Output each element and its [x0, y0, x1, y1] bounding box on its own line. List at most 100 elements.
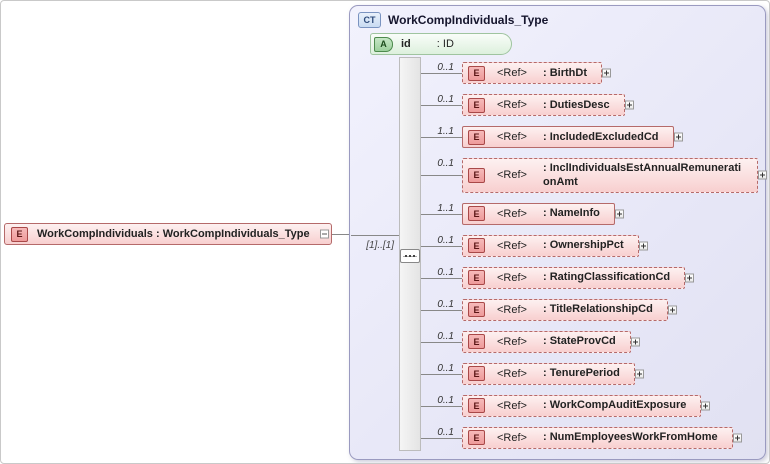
element-row: 0..1 E <Ref> : StateProvCd: [421, 330, 758, 353]
cardinality-label: 0..1: [437, 426, 454, 438]
element-rows: 0..1 E <Ref> : BirthDt 0..1 E <Ref> : Du…: [421, 62, 767, 459]
ref-label: <Ref>: [497, 271, 527, 284]
element-badge-icon: E: [468, 270, 485, 286]
element-box-inclindividualsestannualremunerationamt[interactable]: E <Ref> : InclIndividualsEstAnnualRemune…: [462, 158, 767, 193]
ref-label: <Ref>: [497, 239, 527, 252]
cardinality-label: 0..1: [437, 94, 454, 105]
ref-label: <Ref>: [497, 207, 527, 220]
complex-type-badge-icon: CT: [358, 12, 381, 28]
element-badge-icon: E: [468, 366, 485, 382]
cardinality-label: 1..1: [437, 126, 454, 137]
connector-line: [351, 235, 399, 236]
compositor-cardinality-label: [1]..[1]: [366, 240, 394, 251]
expand-icon[interactable]: [732, 433, 742, 443]
element-row: 0..1 E <Ref> : TenurePeriod: [421, 362, 758, 385]
complex-type-header: CT WorkCompIndividuals_Type: [358, 12, 548, 28]
ref-label: <Ref>: [497, 169, 527, 182]
element-badge-icon: E: [468, 334, 485, 350]
element-name: : NameInfo: [543, 207, 600, 220]
cardinality-label: 0..1: [437, 330, 454, 342]
expand-icon[interactable]: [602, 68, 611, 78]
attribute-name: id: [401, 38, 411, 50]
element-badge-icon: E: [468, 430, 485, 446]
attribute-badge-icon: A: [374, 36, 393, 52]
element-name: : WorkCompAuditExposure: [543, 399, 687, 412]
expand-icon[interactable]: [638, 241, 648, 251]
element-row: 0..1 E <Ref> : OwnershipPct: [421, 234, 758, 257]
connector-line: [332, 234, 349, 235]
element-box-numemployeesworkfromhome[interactable]: E <Ref> : NumEmployeesWorkFromHome: [462, 426, 742, 449]
element-badge-icon: E: [468, 398, 485, 414]
element-name: : OwnershipPct: [543, 239, 624, 252]
element-box-stateprovcd[interactable]: E <Ref> : StateProvCd: [462, 330, 640, 353]
ref-label: <Ref>: [497, 131, 527, 143]
element-box-includedexcludedcd[interactable]: E <Ref> : IncludedExcludedCd: [462, 126, 683, 148]
cardinality-label: 0..1: [437, 62, 454, 73]
ref-label: <Ref>: [497, 67, 527, 79]
cardinality-label: 0..1: [437, 234, 454, 246]
element-box-nameinfo[interactable]: E <Ref> : NameInfo: [462, 202, 624, 225]
expand-icon[interactable]: [758, 170, 767, 180]
ref-label: <Ref>: [497, 335, 527, 348]
element-box-birthdt[interactable]: E <Ref> : BirthDt: [462, 62, 611, 84]
element-name: : InclIndividualsEstAnnualRemunerationAm…: [543, 162, 742, 189]
element-name: : RatingClassificationCd: [543, 271, 671, 284]
element-name: : TitleRelationshipCd: [543, 303, 653, 316]
ref-label: <Ref>: [497, 303, 527, 316]
element-badge-icon: E: [468, 167, 485, 183]
element-badge-icon: E: [468, 302, 485, 318]
element-name: : DutiesDesc: [543, 98, 610, 111]
cardinality-label: 0..1: [437, 298, 454, 310]
attribute-type: : ID: [436, 38, 454, 50]
element-box-workcompauditexposure[interactable]: E <Ref> : WorkCompAuditExposure: [462, 394, 711, 417]
element-badge-icon: E: [468, 97, 485, 113]
element-row: 0..1 E <Ref> : RatingClassificationCd: [421, 266, 758, 289]
element-badge-icon: E: [468, 65, 485, 81]
element-row: 1..1 E <Ref> : NameInfo: [421, 202, 758, 225]
element-name: : IncludedExcludedCd: [543, 130, 659, 143]
cardinality-label: 0..1: [437, 158, 454, 169]
ref-label: <Ref>: [497, 399, 527, 412]
element-badge-icon: E: [11, 226, 28, 242]
element-badge-icon: E: [468, 129, 485, 145]
element-row: 0..1 E <Ref> : InclIndividualsEstAnnualR…: [421, 158, 767, 193]
expand-icon[interactable]: [673, 132, 683, 142]
element-name: : TenurePeriod: [543, 367, 620, 380]
ref-label: <Ref>: [497, 99, 527, 111]
element-box-ownershippct[interactable]: E <Ref> : OwnershipPct: [462, 234, 648, 257]
expand-icon[interactable]: [685, 273, 695, 283]
expand-icon[interactable]: [701, 401, 711, 411]
root-element-box[interactable]: E WorkCompIndividuals : WorkCompIndividu…: [4, 223, 332, 245]
element-row: 0..1 E <Ref> : DutiesDesc: [421, 94, 758, 116]
ref-label: <Ref>: [497, 367, 527, 380]
sequence-icon[interactable]: [400, 249, 420, 263]
collapse-handle-icon[interactable]: [320, 229, 329, 239]
element-badge-icon: E: [468, 238, 485, 254]
element-box-titlerelationshipcd[interactable]: E <Ref> : TitleRelationshipCd: [462, 298, 677, 321]
element-box-ratingclassificationcd[interactable]: E <Ref> : RatingClassificationCd: [462, 266, 695, 289]
expand-icon[interactable]: [630, 337, 640, 347]
expand-icon[interactable]: [624, 100, 634, 110]
element-row: 0..1 E <Ref> : NumEmployeesWorkFromHome: [421, 426, 758, 449]
element-row: 0..1 E <Ref> : BirthDt: [421, 62, 758, 84]
element-badge-icon: E: [468, 206, 485, 222]
element-box-tenureperiod[interactable]: E <Ref> : TenurePeriod: [462, 362, 644, 385]
expand-icon[interactable]: [634, 369, 644, 379]
element-row: 0..1 E <Ref> : WorkCompAuditExposure: [421, 394, 758, 417]
expand-icon[interactable]: [667, 305, 677, 315]
element-name: : NumEmployeesWorkFromHome: [543, 431, 718, 444]
attribute-box-id[interactable]: A id : ID: [370, 33, 512, 55]
complex-type-title: WorkCompIndividuals_Type: [388, 13, 549, 27]
element-row: 1..1 E <Ref> : IncludedExcludedCd: [421, 126, 758, 148]
expand-icon[interactable]: [614, 209, 624, 219]
complex-type-container: CT WorkCompIndividuals_Type A id : ID [1…: [349, 5, 767, 460]
element-row: 0..1 E <Ref> : TitleRelationshipCd: [421, 298, 758, 321]
element-name: : BirthDt: [543, 66, 587, 79]
cardinality-label: 0..1: [437, 394, 454, 406]
element-box-dutiesdesc[interactable]: E <Ref> : DutiesDesc: [462, 94, 634, 116]
cardinality-label: 0..1: [437, 362, 454, 374]
ref-label: <Ref>: [497, 431, 527, 444]
cardinality-label: 0..1: [437, 266, 454, 278]
cardinality-label: 1..1: [437, 202, 454, 214]
